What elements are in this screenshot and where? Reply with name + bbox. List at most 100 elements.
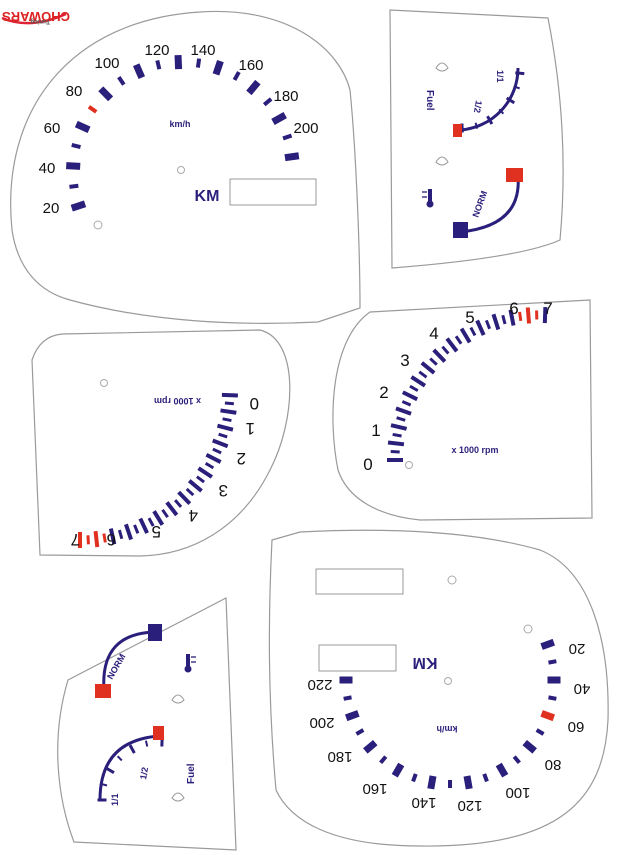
tick	[535, 310, 539, 320]
speed-label-60: 60	[44, 120, 61, 137]
speedo-mirror-ticks	[339, 638, 561, 790]
tick	[87, 105, 98, 114]
logo-swoosh	[1, 12, 67, 25]
fuel-full-mark: 1/1	[495, 70, 505, 83]
tick	[469, 326, 477, 337]
tick	[445, 337, 459, 353]
tick	[86, 535, 90, 545]
odometer-label: KM	[195, 188, 220, 205]
tick	[93, 530, 100, 548]
speed-label-120: 120	[144, 42, 169, 59]
temp-lamp-hole	[435, 156, 449, 166]
speed-label-40: 40	[39, 160, 56, 177]
speedo-mirror-label-120: 120	[457, 797, 482, 814]
speedo-mirror-label-220: 220	[307, 676, 332, 693]
tick	[418, 370, 428, 379]
tick	[432, 348, 447, 363]
tick	[97, 798, 107, 802]
speed-label-80: 80	[66, 83, 83, 100]
tick	[232, 71, 241, 81]
tick	[124, 523, 133, 541]
tick	[74, 120, 91, 133]
speedo-mirror-odometer-window	[318, 644, 397, 672]
tick	[105, 766, 115, 774]
speedometer-outline	[10, 10, 361, 324]
tick	[216, 423, 234, 432]
tick	[515, 71, 525, 76]
speedometer-dial: 20 40 60 80 100 120 140 160 180 200 km/h…	[10, 10, 361, 324]
tick	[542, 307, 548, 324]
tick	[482, 773, 489, 783]
tick	[508, 309, 516, 326]
tick	[547, 676, 561, 684]
speed-label-100: 100	[94, 55, 119, 72]
fuel-mirror-reserve-mark	[153, 726, 164, 740]
tick	[548, 659, 557, 665]
tick	[498, 108, 505, 115]
tick	[117, 76, 126, 86]
tick	[525, 307, 532, 324]
tick	[387, 440, 405, 447]
tick	[463, 775, 473, 790]
tacho-mirror-label-1: 1	[246, 419, 255, 438]
tick	[486, 115, 494, 125]
tick	[187, 479, 203, 493]
brand-logo: CHOWARS Tuning	[1, 9, 70, 25]
tick	[344, 710, 360, 722]
tick	[379, 755, 388, 765]
tick	[395, 406, 412, 416]
tick	[165, 501, 179, 517]
speedo-mirror-label-200: 200	[309, 714, 334, 731]
tick	[282, 133, 293, 141]
temp-mirror-icon	[184, 654, 196, 673]
tick	[66, 162, 81, 170]
tick	[401, 400, 412, 407]
tacho-label-5: 5	[465, 308, 474, 327]
tick	[411, 773, 418, 783]
tick	[454, 335, 463, 345]
temp-mirror-hot-mark	[95, 684, 111, 698]
fuel-mirror-half-mark: 1/2	[138, 766, 150, 780]
tick	[339, 676, 353, 684]
speedo-mirror-label-160: 160	[362, 780, 387, 797]
tick	[108, 528, 117, 545]
tick	[177, 490, 192, 506]
tacho-label-4: 4	[429, 324, 438, 343]
tick	[221, 392, 238, 398]
speed-unit-label: km/h	[169, 119, 190, 129]
temp-mirror-lamp-hole	[171, 694, 185, 704]
fuel-mirror-lamp-hole	[171, 792, 185, 802]
temp-arc	[459, 175, 520, 234]
tick	[474, 122, 479, 129]
tick	[185, 487, 195, 497]
tick	[401, 390, 419, 402]
tacho-mirror-unit: x 1000 rpm	[154, 396, 201, 406]
tick	[420, 361, 436, 375]
tick	[246, 79, 261, 96]
tick	[204, 462, 215, 470]
tick	[132, 63, 146, 80]
tick	[441, 345, 450, 355]
tacho-pivot-hole	[405, 461, 413, 469]
fuel-mirror-arc	[98, 734, 161, 801]
fuel-mirror-ticks	[97, 737, 164, 802]
fuel-temp-dial: 1/1 1/2 Fuel NORM	[389, 9, 564, 269]
tick	[391, 762, 405, 778]
tacho-mirror-label-2: 2	[237, 449, 246, 468]
logo-brand: CHOWARS	[2, 9, 70, 24]
tick	[363, 739, 378, 754]
tachometer-dial-mirrored: 0 1 2 3 4 5 6 7 x 1000 rpm	[31, 329, 291, 557]
tick	[212, 438, 229, 449]
fuel-lamp-hole	[435, 62, 449, 72]
tick	[540, 638, 556, 650]
tick	[475, 319, 486, 336]
tacho-mirror-label-4: 4	[189, 506, 198, 525]
speed-label-20: 20	[43, 200, 60, 217]
tick	[69, 183, 79, 189]
speed-label-180: 180	[273, 88, 298, 105]
tick	[116, 755, 123, 762]
odometer-window	[229, 178, 317, 206]
speedometer-ticks	[66, 54, 300, 212]
fuel-label: Fuel	[424, 90, 435, 111]
tick	[78, 532, 82, 548]
